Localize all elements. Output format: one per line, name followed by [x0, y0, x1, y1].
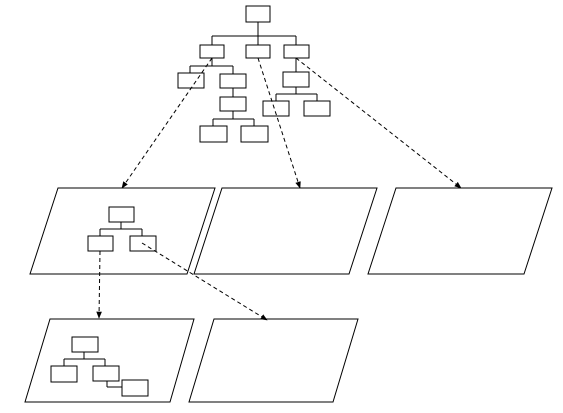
mapping-links [96, 57, 462, 321]
main-tree-node-b [245, 44, 271, 59]
main-tree-node [303, 100, 331, 117]
main-tree-edges [189, 22, 318, 126]
panel1-tree-root-node [108, 206, 135, 223]
panel2-tree [50, 336, 149, 397]
panel-level1-left [29, 187, 216, 275]
panel-level2-left [24, 318, 195, 403]
main-tree-node [262, 100, 290, 117]
panel2-tree-node [92, 365, 120, 382]
main-tree-node-a [199, 44, 225, 59]
panel-level1-right [367, 187, 553, 275]
main-tree-root-node [245, 5, 271, 23]
main-tree-nodes [177, 5, 331, 143]
panel2-tree-root-node [71, 336, 99, 353]
level2-panels [24, 318, 359, 403]
mapping-arrow [141, 242, 268, 321]
main-tree-node-c [283, 44, 310, 59]
panel1-tree-child-left [87, 235, 114, 252]
panel2-tree-node [50, 365, 78, 383]
main-tree-node [219, 73, 247, 89]
level1-panels [29, 187, 553, 275]
panel2-tree-node [121, 379, 149, 397]
mapping-arrow [257, 57, 301, 189]
main-tree-node [177, 72, 205, 89]
panel-level1-middle [193, 187, 378, 275]
main-tree [177, 5, 331, 143]
main-tree-node [240, 125, 269, 143]
panel1-tree [87, 206, 157, 252]
panel-level2-right [188, 318, 359, 403]
main-tree-node [282, 71, 310, 88]
mapping-arrow [295, 57, 462, 189]
main-tree-node [199, 125, 228, 143]
main-tree-node [219, 96, 247, 112]
mapping-arrow [121, 57, 213, 189]
